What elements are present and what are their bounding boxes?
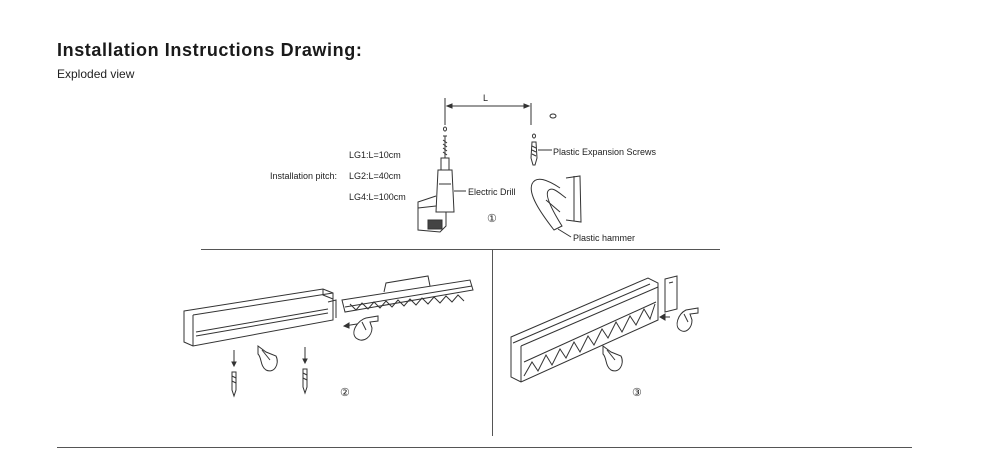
step2-hand-lower-icon [258,346,277,371]
step-1-number: ① [487,213,497,225]
step2-lens-strip [342,276,473,312]
pitch-label: Installation pitch: [270,171,338,181]
step2-screw-left-icon [232,350,236,396]
pitch-lg4: LG4:L=100cm [349,192,406,202]
step2-screw-right-icon [303,347,307,393]
dimension-l-label: L [483,93,489,103]
pitch-lg1: LG1:L=10cm [349,150,401,160]
step3-hand-lower-icon [603,346,622,371]
step3-end-cap [665,276,677,312]
plastic-hammer-icon [531,176,581,237]
pitch-lg2: LG2:L=40cm [349,171,401,181]
step3-assembled-fixture [511,278,658,382]
step3-hand-icon [677,308,698,331]
electric-drill-icon [418,127,466,232]
dimension-l-indicator [445,98,556,125]
step-2-number: ② [340,387,350,399]
divider-bottom [57,447,912,448]
divider-top [201,249,720,250]
expansion-screws-label: Plastic Expansion Screws [553,147,657,157]
expansion-screw-icon [531,134,552,165]
step2-channel-profile [184,289,336,346]
step2-hand-icon [354,316,378,340]
step3-push-arrow [660,314,670,320]
plastic-hammer-label: Plastic hammer [573,233,636,243]
divider-center [492,249,493,436]
step-3-number: ③ [632,387,642,399]
page-title: Installation Instructions Drawing: [57,40,363,60]
electric-drill-label: Electric Drill [468,187,516,197]
page-subtitle: Exploded view [57,67,135,81]
step2-push-arrow [344,323,357,328]
